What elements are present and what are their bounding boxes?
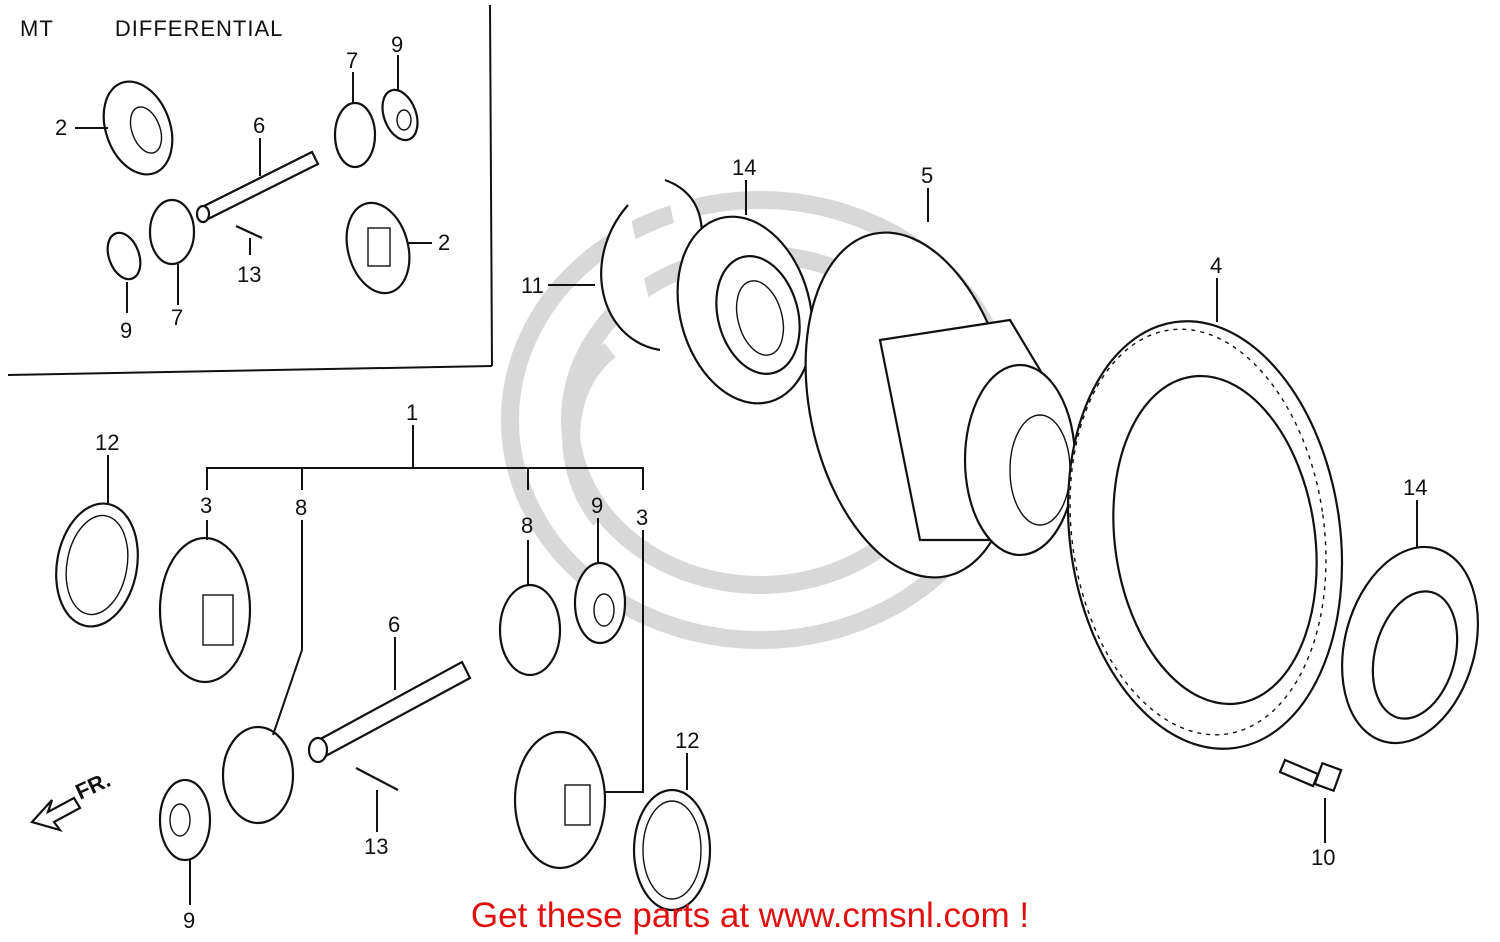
callout-8b: 8 — [521, 513, 533, 538]
callout-inset-2b: 2 — [438, 230, 450, 255]
thrust-washer-left[interactable] — [158, 778, 212, 862]
callout-9c: 9 — [591, 493, 603, 518]
callout-11: 11 — [521, 273, 544, 298]
callout-12b: 12 — [675, 728, 699, 753]
section-label: DIFFERENTIAL — [114, 16, 284, 41]
callout-9d: 9 — [183, 908, 195, 933]
pinion-gear-right[interactable] — [498, 583, 562, 677]
callout-3b: 3 — [636, 505, 648, 530]
inset-pinion-shaft[interactable] — [195, 150, 320, 224]
final-driven-gear[interactable] — [1041, 303, 1368, 766]
callout-4: 4 — [1210, 253, 1222, 278]
inset-thrust-washer-bottom[interactable] — [102, 228, 147, 283]
lock-pin[interactable] — [355, 767, 399, 791]
callout-inset-6: 6 — [253, 113, 265, 138]
thrust-shim-left[interactable] — [47, 497, 147, 633]
callout-5: 5 — [921, 163, 933, 188]
inset-side-gear-top[interactable] — [92, 72, 185, 184]
callout-inset-13: 13 — [237, 262, 261, 287]
inset-thrust-washer-top[interactable] — [376, 85, 424, 145]
callout-numbers: 2 6 7 9 2 13 9 7 11 14 5 4 14 10 1 12 3 … — [55, 32, 1427, 933]
differential-carrier[interactable] — [776, 213, 1077, 597]
side-gear-left[interactable] — [158, 536, 252, 684]
callout-inset-9b: 9 — [120, 318, 132, 343]
ball-bearing-left[interactable] — [658, 201, 833, 418]
leader-lines — [75, 55, 1418, 905]
callout-12a: 12 — [95, 430, 119, 455]
pinion-shaft[interactable] — [307, 660, 472, 764]
callout-6: 6 — [388, 612, 400, 637]
front-direction-label: FR. — [72, 767, 115, 805]
callout-14a: 14 — [732, 155, 756, 180]
ball-bearing-right[interactable] — [1321, 532, 1498, 759]
side-gear-right[interactable] — [513, 730, 607, 870]
callout-8a: 8 — [295, 495, 307, 520]
callout-14b: 14 — [1403, 475, 1427, 500]
diagram-title: MT DIFFERENTIAL — [20, 16, 283, 42]
model-label: MT — [20, 16, 54, 41]
callout-1: 1 — [406, 400, 418, 425]
thrust-shim-right[interactable] — [632, 788, 712, 912]
inset-side-gear-bottom[interactable] — [337, 196, 419, 300]
callout-10: 10 — [1311, 845, 1335, 870]
callout-inset-7b: 7 — [171, 305, 183, 330]
footer-link[interactable]: Get these parts at www.cmsnl.com ! — [470, 896, 1030, 935]
callout-13: 13 — [364, 834, 388, 859]
pinion-gear-left[interactable] — [221, 725, 295, 825]
inset-lock-pin[interactable] — [235, 225, 263, 239]
callout-inset-2a: 2 — [55, 115, 67, 140]
callout-inset-9a: 9 — [391, 32, 403, 57]
flange-bolt[interactable] — [1278, 758, 1343, 793]
inset-pinion-gear-bottom[interactable] — [148, 198, 196, 266]
inset-pinion-gear-top[interactable] — [333, 101, 377, 169]
thrust-washer-right[interactable] — [573, 561, 627, 645]
front-direction-arrow-icon: FR. — [29, 767, 115, 832]
callout-3a: 3 — [200, 493, 212, 518]
callout-inset-7a: 7 — [346, 48, 358, 73]
inset-box — [7, 4, 493, 376]
